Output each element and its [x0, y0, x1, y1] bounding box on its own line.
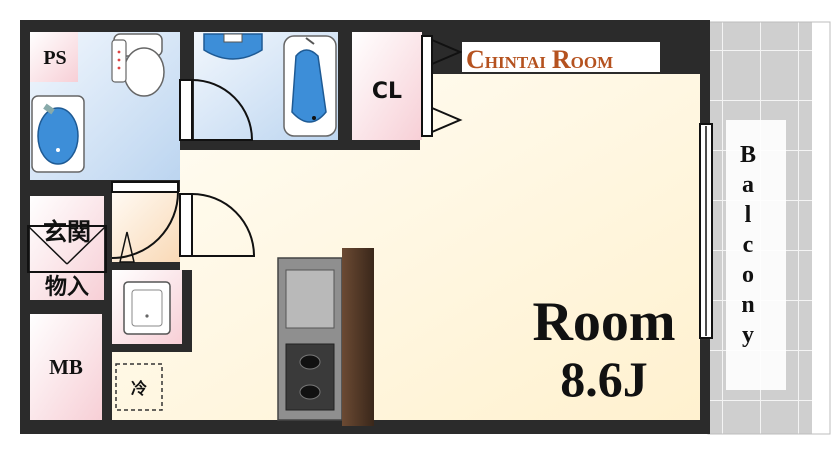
balcony: [707, 21, 831, 435]
washbasin-icon: [31, 95, 85, 173]
ps-label: PS: [43, 47, 66, 69]
closet-doors: [421, 35, 463, 137]
shoe-rack-icon: [27, 225, 107, 273]
entrance-step-icon: [119, 231, 135, 263]
balcony-label-plate: [726, 120, 786, 390]
balcony-label-letter: a: [742, 172, 754, 198]
bathtub-icon: [283, 35, 337, 137]
toilet-door: [179, 79, 254, 141]
room-door: [179, 193, 256, 257]
kitchen-counter: [277, 248, 374, 426]
entrance-label: 玄関: [43, 218, 91, 246]
fridge-label: 冷: [131, 379, 147, 398]
storage-label: 物入: [45, 274, 89, 300]
logo-oom: OOM: [571, 53, 614, 72]
bath-sink-icon: [203, 33, 263, 60]
balcony-window: [699, 123, 713, 339]
mb-label: MB: [49, 355, 83, 379]
pipe-space: [30, 32, 78, 82]
logo-c: C: [466, 45, 485, 74]
closet: [352, 32, 422, 140]
closet-label: CL: [372, 79, 402, 104]
room-name: Room: [532, 291, 675, 353]
fridge-space: [115, 363, 163, 411]
meter-box: [30, 314, 102, 420]
stove-icon: [285, 343, 335, 411]
entrance-storage: [30, 196, 104, 300]
balcony-label-letter: y: [742, 322, 754, 348]
balcony-label-letter: c: [743, 232, 754, 258]
room-size: 8.6J: [560, 351, 648, 407]
toilet-icon: [111, 33, 165, 97]
balcony-label-letter: B: [740, 142, 756, 168]
balcony-label-letter: n: [741, 292, 754, 318]
chintai-room-logo: CHINTAI ROOM: [462, 42, 660, 74]
balcony-label-letter: l: [745, 202, 752, 228]
logo-hintai: HINTAI: [485, 53, 546, 72]
washing-machine-pan-icon: [123, 281, 171, 335]
entrance-door: [111, 181, 179, 259]
main-room: [112, 74, 700, 420]
kitchen-cabinet: [342, 248, 374, 426]
logo-r: R: [552, 45, 571, 74]
balcony-label-letter: o: [742, 262, 754, 288]
kitchen-sink-icon: [285, 269, 335, 329]
